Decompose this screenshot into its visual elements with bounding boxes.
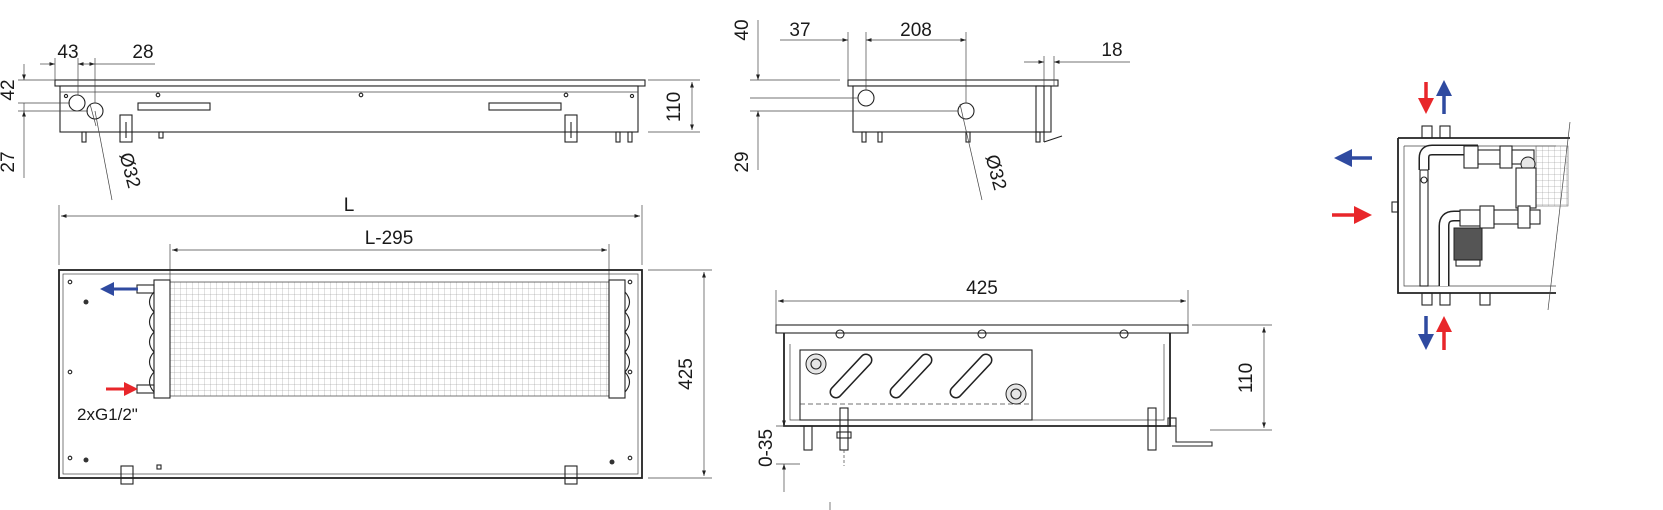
dim-28: 28 (132, 42, 153, 63)
collector-left (136, 279, 171, 399)
arrow-left-icon (1334, 149, 1372, 167)
arrow-down-icon (1418, 82, 1434, 114)
collector-right (608, 279, 631, 399)
legs (81, 114, 633, 143)
side-legs (861, 131, 1041, 143)
dim-18: 18 (1101, 40, 1122, 61)
section-fins (829, 353, 993, 399)
dim-L: L (344, 195, 355, 216)
arrow-left-icon (100, 282, 138, 296)
dim-110-top: 110 (664, 92, 685, 122)
plan-frame-outer (58, 269, 643, 479)
section-trough (783, 333, 1171, 427)
dim-27: 27 (0, 151, 19, 172)
upper-fitting (1418, 144, 1537, 209)
arrow-down-icon (1418, 316, 1434, 350)
arrow-right-icon (1332, 206, 1372, 224)
side-elevation: 37 208 18 40 29 Ø32 (732, 19, 1130, 201)
valve-detail (1332, 80, 1571, 350)
plan-view: L L-295 2xG1/2" (58, 195, 712, 485)
connection-label: 2xG1/2" (77, 405, 138, 424)
arrow-right-icon (106, 382, 138, 396)
dim-0-35: 0-35 (756, 429, 777, 467)
dim-42: 42 (0, 79, 19, 100)
section-legs (803, 407, 1213, 466)
dim-diameter-side: Ø32 (981, 153, 1011, 193)
actuator-icon (1453, 227, 1483, 261)
arrow-up-icon (1436, 80, 1452, 114)
arrow-up-icon (1436, 316, 1452, 350)
dim-43: 43 (57, 42, 78, 63)
dim-37: 37 (789, 20, 810, 41)
cross-section: 425 (756, 278, 1272, 510)
pipe-inlet (68, 94, 86, 112)
dim-29: 29 (732, 151, 753, 172)
lower-fitting (1438, 205, 1541, 286)
heat-exchanger-fins (169, 281, 610, 397)
front-elevation: 43 28 42 27 110 Ø32 (0, 42, 700, 201)
side-pipe-inlet (857, 89, 875, 107)
dim-L-295: L-295 (365, 228, 414, 249)
dim-diameter-top: Ø32 (115, 151, 145, 191)
side-body (852, 85, 1052, 133)
dim-425-section: 425 (966, 278, 998, 299)
side-top-frame (847, 79, 1059, 87)
dim-40: 40 (732, 19, 753, 40)
trough-body (59, 85, 639, 133)
dim-425-plan: 425 (676, 358, 697, 390)
detail-fins (1535, 145, 1569, 207)
section-top-frame (775, 324, 1189, 334)
top-frame (54, 79, 646, 87)
dim-110-section: 110 (1236, 363, 1257, 393)
dim-208: 208 (900, 20, 932, 41)
slot-left (137, 102, 211, 111)
plan-frame-inner (62, 273, 639, 475)
slot-right (488, 102, 562, 111)
